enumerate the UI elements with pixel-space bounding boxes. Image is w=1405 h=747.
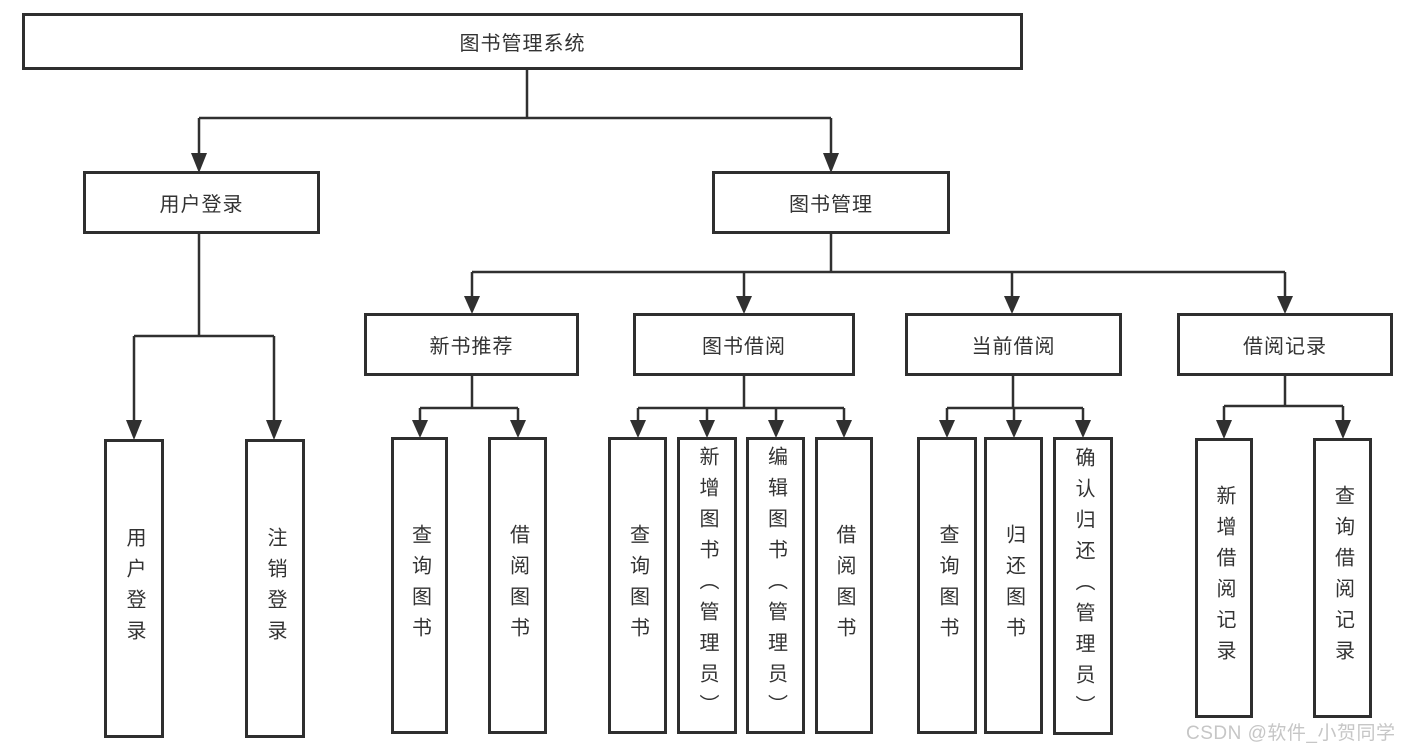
leaf-query-book-current: 查询图书 <box>917 437 977 734</box>
node-label: 注销登录 <box>264 526 286 651</box>
node-label: 图书管理 <box>789 194 873 216</box>
node-label: 查询图书 <box>408 523 431 648</box>
arrowhead-icon <box>699 420 715 438</box>
node-borrow-record: 借阅记录 <box>1177 313 1393 376</box>
arrowhead-icon <box>939 420 955 438</box>
leaf-user-login: 用户登录 <box>104 439 164 738</box>
arrowhead-icon <box>736 296 752 314</box>
arrowhead-icon <box>510 420 526 438</box>
node-label: 新增图书（管理员） <box>696 446 718 725</box>
arrowhead-icon <box>823 153 839 173</box>
csdn-watermark: CSDN @软件_小贺同学 <box>1186 723 1396 744</box>
arrowheads <box>126 153 1351 440</box>
arrowhead-icon <box>126 420 142 440</box>
edge-root-to-level1 <box>197 70 833 155</box>
node-label: 归还图书 <box>1002 523 1025 648</box>
leaf-add-book-admin: 新增图书（管理员） <box>677 437 737 734</box>
leaf-confirm-return-admin: 确认归还（管理员） <box>1053 437 1113 735</box>
arrowhead-icon <box>266 420 282 440</box>
arrowhead-icon <box>464 296 480 314</box>
arrowhead-icon <box>1075 420 1091 438</box>
node-label: 图书借阅 <box>702 336 786 358</box>
node-label: 确认归还（管理员） <box>1072 446 1094 726</box>
arrowhead-icon <box>836 420 852 438</box>
node-label: 查询图书 <box>626 523 649 648</box>
arrowhead-icon <box>1216 420 1232 439</box>
arrowhead-icon <box>412 420 428 438</box>
node-book-borrow: 图书借阅 <box>633 313 855 376</box>
arrowhead-icon <box>1277 296 1293 314</box>
leaf-borrow-book: 借阅图书 <box>815 437 873 734</box>
node-label: 借阅记录 <box>1243 336 1327 358</box>
node-label: 用户登录 <box>123 526 145 651</box>
edge-newbook-to-leaves <box>418 376 520 422</box>
edge-borrowrecord-to-leaves <box>1222 376 1345 422</box>
edge-userlogin-to-leaves <box>132 234 276 422</box>
node-library-system: 图书管理系统 <box>22 13 1023 70</box>
node-label: 当前借阅 <box>971 336 1056 358</box>
leaf-borrow-book-recommend: 借阅图书 <box>488 437 547 734</box>
node-label: 用户登录 <box>159 194 244 216</box>
arrowhead-icon <box>630 420 646 438</box>
node-label: 借阅图书 <box>833 523 855 648</box>
edge-currentborrow-to-leaves <box>945 376 1085 422</box>
node-new-book-recommend: 新书推荐 <box>364 313 579 376</box>
leaf-query-book-recommend: 查询图书 <box>391 437 448 734</box>
node-label: 借阅图书 <box>506 523 529 648</box>
node-book-management: 图书管理 <box>712 171 950 234</box>
node-label: 图书管理系统 <box>459 33 586 55</box>
arrowhead-icon <box>191 153 207 173</box>
edge-bookmgmt-to-level2 <box>470 234 1287 297</box>
leaf-add-borrow-record: 新增借阅记录 <box>1195 438 1253 718</box>
arrowhead-icon <box>1335 420 1351 439</box>
node-label: 查询图书 <box>936 523 958 648</box>
leaf-edit-book-admin: 编辑图书（管理员） <box>746 437 805 734</box>
leaf-logout: 注销登录 <box>245 439 305 738</box>
leaf-query-borrow-record: 查询借阅记录 <box>1313 438 1372 718</box>
node-label: 新增借阅记录 <box>1213 485 1235 671</box>
leaf-return-book: 归还图书 <box>984 437 1043 734</box>
node-user-login: 用户登录 <box>83 171 320 234</box>
node-label: 编辑图书（管理员） <box>764 446 787 725</box>
node-label: 新书推荐 <box>429 336 514 358</box>
node-label: 查询借阅记录 <box>1331 485 1354 671</box>
arrowhead-icon <box>1006 420 1022 438</box>
arrowhead-icon <box>1004 296 1020 314</box>
node-current-borrow: 当前借阅 <box>905 313 1122 376</box>
edge-bookborrow-to-leaves <box>636 376 846 422</box>
arrowhead-icon <box>768 420 784 438</box>
leaf-query-book-borrow: 查询图书 <box>608 437 667 734</box>
